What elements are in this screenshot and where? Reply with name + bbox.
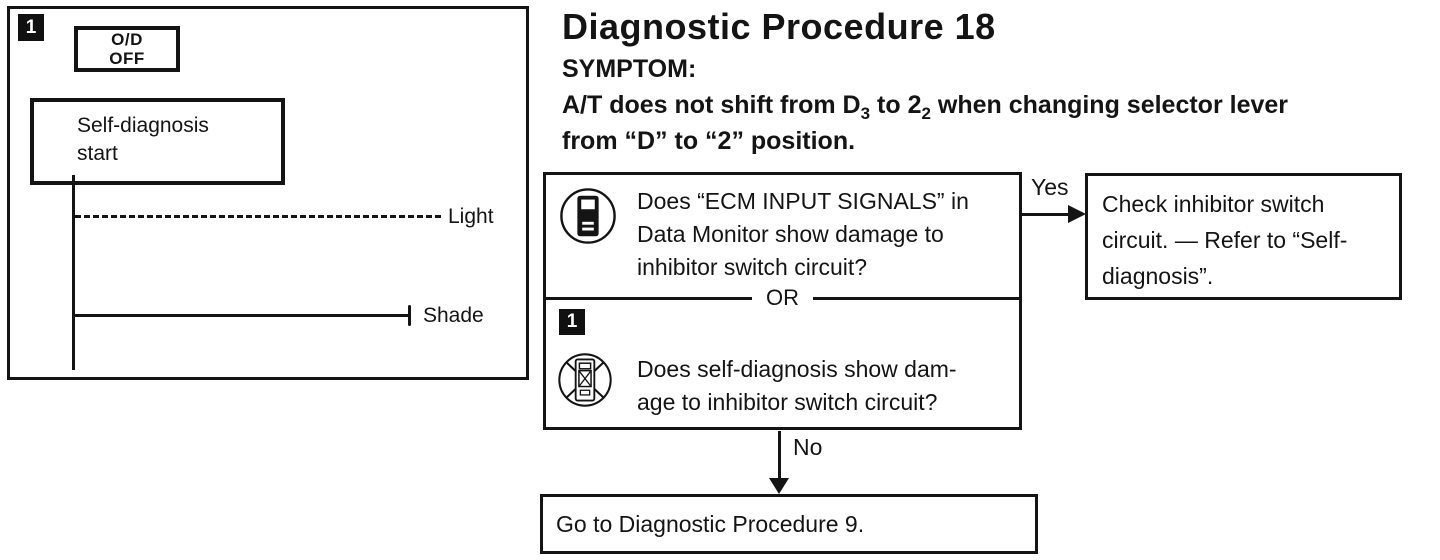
yes-result-line1: Check inhibitor switch [1102, 191, 1325, 217]
light-label: Light [448, 205, 494, 228]
self-diagnosis-start-box: Self-diagnosis start [30, 98, 285, 185]
symptom-seg2: to 2 [870, 91, 922, 119]
question-box: Does “ECM INPUT SIGNALS” in Data Monitor… [543, 172, 1022, 430]
consult-tool-icon [560, 188, 616, 244]
q1-line3: inhibitor switch circuit? [637, 254, 868, 280]
yes-result-line2: circuit. — Refer to “Self- [1102, 227, 1348, 253]
symptom-seg3: when changing selector lever [930, 91, 1289, 119]
shade-end-tick [408, 305, 411, 326]
shade-label: Shade [423, 304, 484, 327]
question-without-consult: Does self-diagnosis show dam- age to inh… [637, 353, 957, 419]
light-dashed-line [75, 215, 441, 218]
step-marker-1: 1 [559, 309, 585, 335]
no-result-box: Go to Diagnostic Procedure 9. [540, 494, 1038, 554]
no-branch-label: No [793, 434, 823, 460]
od-off-line1: O/D [111, 30, 143, 49]
figure-marker-1: 1 [18, 14, 44, 41]
od-indicator-timing-panel: 1 O/D OFF Self-diagnosis start Light Sha… [7, 6, 529, 380]
q1-line2: Data Monitor show damage to [637, 221, 944, 247]
yes-result-box: Check inhibitor switch circuit. — Refer … [1085, 173, 1402, 300]
no-arrow-line [778, 431, 781, 481]
start-box-line2: start [77, 142, 118, 165]
or-divider-line-left [546, 296, 752, 300]
q1-line1: Does “ECM INPUT SIGNALS” in [637, 188, 969, 214]
shade-solid-line [75, 314, 409, 317]
symptom-seg1: A/T does not shift from D [562, 91, 861, 119]
goto-text: Go to Diagnostic Procedure 9. [556, 510, 865, 537]
question-with-consult: Does “ECM INPUT SIGNALS” in Data Monitor… [637, 185, 969, 284]
symptom-text-line2: from “D” to “2” position. [562, 127, 856, 155]
q2-line2: age to inhibitor switch circuit? [637, 389, 938, 415]
od-off-lamp-box: O/D OFF [74, 26, 180, 72]
no-consult-tool-icon [558, 353, 612, 407]
q2-line1: Does self-diagnosis show dam- [637, 356, 957, 382]
yes-branch-label: Yes [1031, 174, 1069, 200]
or-divider-line-right [813, 296, 1019, 300]
no-arrow-head [769, 478, 789, 494]
timeline-vertical-line [72, 175, 75, 370]
symptom-subscript-3: 3 [860, 104, 871, 123]
od-off-line2: OFF [109, 49, 145, 68]
symptom-subscript-2: 2 [921, 104, 931, 123]
yes-result-line3: diagnosis”. [1102, 263, 1214, 289]
yes-arrow-line [1022, 213, 1072, 216]
or-label: OR [766, 285, 799, 310]
yes-arrow-head [1068, 205, 1086, 223]
symptom-label: SYMPTOM: [562, 55, 697, 83]
symptom-text-line1: A/T does not shift from D3 to 22 when ch… [562, 91, 1289, 123]
or-divider: OR [546, 285, 1019, 311]
page-title: Diagnostic Procedure 18 [562, 6, 996, 47]
start-box-line1: Self-diagnosis [77, 114, 209, 137]
